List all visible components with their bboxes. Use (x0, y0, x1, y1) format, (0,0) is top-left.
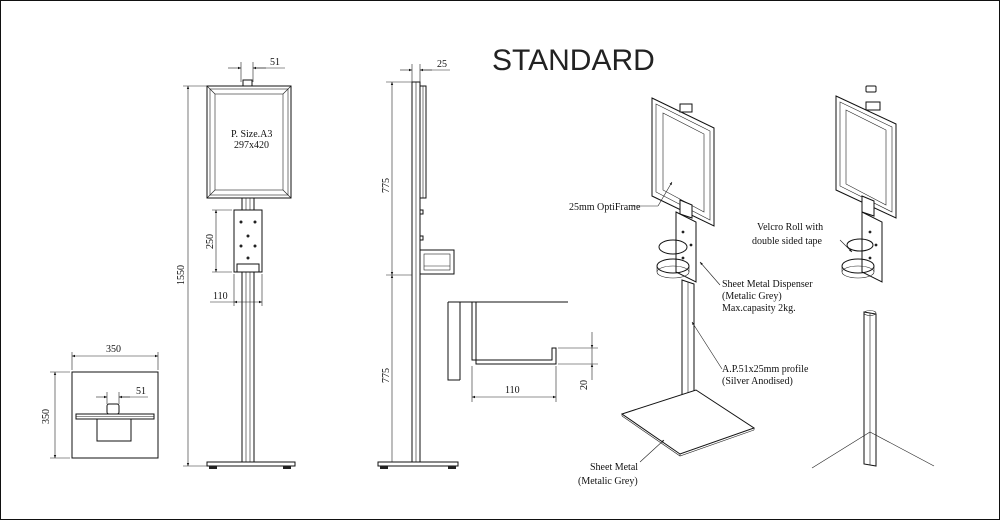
dim-total-height: 1550 (176, 265, 187, 285)
dim-detail-width: 110 (505, 385, 520, 396)
label-base-1: Sheet Metal (590, 462, 638, 473)
label-dispenser-2: (Metalic Grey) (722, 291, 782, 302)
dim-base-width: 350 (106, 344, 121, 355)
label-velcro-1: Velcro Roll with (757, 222, 823, 233)
dim-side-depth: 25 (437, 59, 447, 70)
front-view: 51 P. Size.A3 297x420 250 (176, 57, 296, 469)
label-base-2: (Metalic Grey) (578, 476, 638, 487)
side-view: 25 775 775 (377, 59, 459, 469)
label-profile-1: A.P.51x25mm profile (722, 364, 809, 375)
dim-side-upper-height: 775 (381, 178, 392, 193)
label-dispenser-3: Max.capasity 2kg. (722, 303, 796, 314)
velcro-label: Velcro Roll with double sided tape (752, 222, 853, 253)
label-profile-2: (Silver Anodised) (722, 376, 793, 387)
iso-labels: 25mm OptiFrame Sheet Metal Dispenser (Me… (569, 181, 813, 487)
poster-size-label: P. Size.A3 (231, 129, 272, 140)
isometric-view-exploded (811, 85, 935, 469)
dim-dispenser-width: 110 (213, 291, 228, 302)
dim-front-top-width: 51 (270, 57, 280, 68)
dim-detail-lip: 20 (579, 380, 590, 390)
poster-size-value: 297x420 (234, 140, 269, 151)
dim-side-lower-height: 775 (381, 368, 392, 383)
dim-top-profile: 51 (136, 386, 146, 397)
label-velcro-2: double sided tape (752, 236, 823, 247)
label-frame: 25mm OptiFrame (569, 202, 641, 213)
dim-base-depth: 350 (41, 409, 52, 424)
isometric-view-assembled (620, 97, 756, 457)
drawing-title: STANDARD (492, 44, 655, 77)
label-dispenser-1: Sheet Metal Dispenser (722, 279, 813, 290)
dim-dispenser-height: 250 (205, 234, 216, 249)
top-view: 350 350 51 (41, 344, 159, 459)
detail-view: 110 20 (447, 301, 598, 402)
